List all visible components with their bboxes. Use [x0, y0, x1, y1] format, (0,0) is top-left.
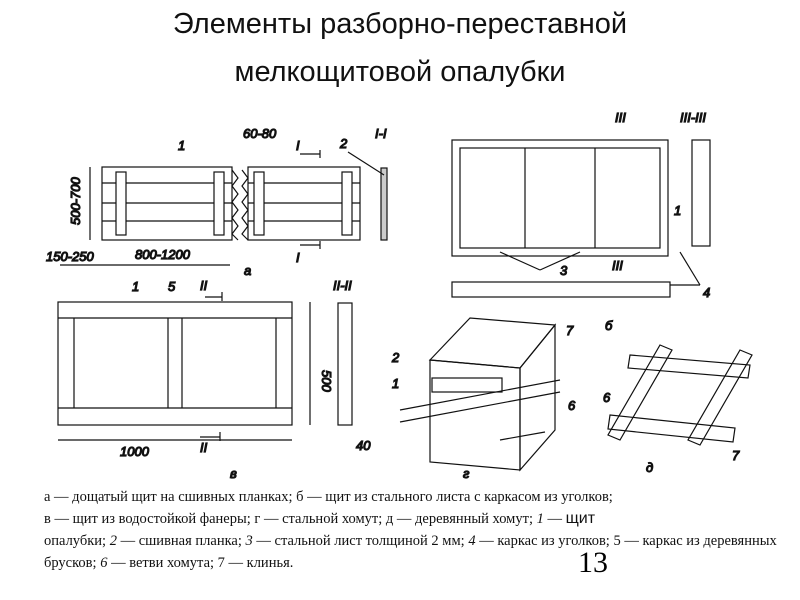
slide-title-line1: Элементы разборно-переставной — [172, 8, 628, 40]
drawing-v-plywood-panel — [57, 292, 353, 441]
page-number: 13 — [578, 546, 608, 579]
label-g: г — [463, 466, 470, 481]
caption-line: а — дощатый щит на сшивных планках; б — … — [44, 489, 613, 505]
caption-num: 6 — [100, 555, 108, 571]
callout-2: 2 — [391, 350, 400, 365]
caption-text: в — щит из водостойкой фанеры; г — сталь… — [44, 511, 537, 527]
dim-500-700: 500-700 — [68, 177, 83, 225]
slide-title-line2: мелкощитовой опалубки — [234, 56, 566, 88]
dim-800-1200: 800-1200 — [135, 247, 191, 262]
callout-5: 5 — [168, 279, 176, 294]
caption-text: — ветви хомута; 7 — клинья. — [107, 555, 294, 571]
callout-1: 1 — [392, 376, 399, 391]
dim-500: 500 — [319, 370, 334, 392]
drawing-a-plank-panel — [60, 150, 388, 266]
callout-6: 6 — [568, 398, 576, 413]
cut-mark-III-bottom: III — [612, 258, 623, 273]
dim-1000: 1000 — [120, 444, 150, 459]
caption-num: 1 — [536, 511, 544, 527]
caption-text: — сшивная планка; — [116, 533, 246, 549]
caption-text: — — [543, 511, 566, 527]
callout-6: 6 — [603, 390, 611, 405]
caption-text: — каркас из уголков; 5 — каркас из дерев… — [44, 533, 777, 571]
cut-mark-I-bottom: I — [296, 250, 300, 265]
callout-2: 2 — [339, 136, 348, 151]
drawing-g-steel-clamp — [399, 317, 561, 472]
callout-1: 1 — [178, 138, 185, 153]
cut-mark-II-bottom: II — [200, 440, 208, 455]
section-I-I: I-I — [375, 126, 387, 141]
label-b: б — [605, 318, 613, 333]
label-a: а — [244, 263, 251, 278]
dim-60-80: 60-80 — [243, 126, 277, 141]
drawing-d-wooden-clamp — [607, 344, 753, 446]
label-v: в — [230, 466, 237, 481]
callout-3: 3 — [560, 263, 568, 278]
callout-4: 4 — [703, 285, 710, 300]
caption-text: щит — [565, 510, 596, 527]
caption-num: 2 — [109, 533, 117, 549]
cut-mark-I-top: I — [296, 138, 300, 153]
caption-text: — стальной лист толщиной 2 мм; — [252, 533, 469, 549]
section-III-III: III-III — [680, 110, 706, 125]
callout-7: 7 — [732, 448, 740, 463]
dim-150-250: 150-250 — [46, 249, 94, 264]
cut-mark-III-top: III — [615, 110, 626, 125]
callout-7: 7 — [566, 323, 574, 338]
caption-num: 3 — [245, 533, 253, 549]
section-II-II: II-II — [333, 278, 352, 293]
callout-1: 1 — [132, 279, 139, 294]
dim-40: 40 — [356, 438, 371, 453]
caption-text: опалубки; — [44, 533, 110, 549]
drawing-b-steel-panel — [451, 139, 711, 298]
caption-num: 4 — [468, 533, 476, 549]
figure-caption: а — дощатый щит на сшивных планках; б — … — [44, 486, 784, 574]
cut-mark-II-top: II — [200, 278, 208, 293]
callout-1: 1 — [674, 203, 681, 218]
label-d: д — [646, 460, 653, 475]
